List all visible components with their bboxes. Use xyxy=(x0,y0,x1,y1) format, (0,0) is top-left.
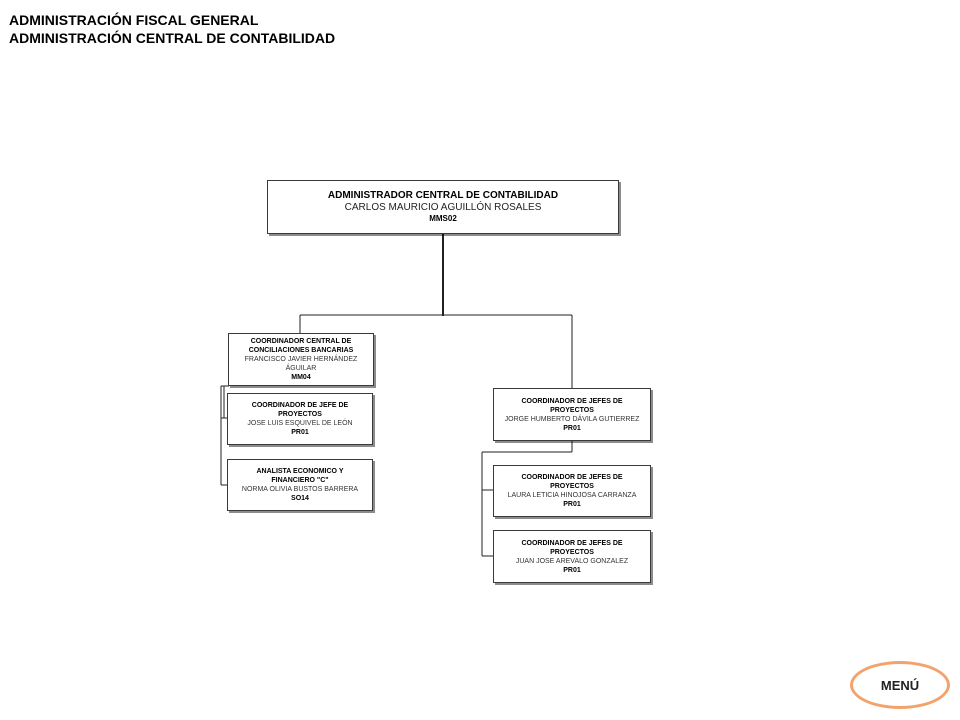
org-box-code: SO14 xyxy=(291,495,309,502)
header-title-general: ADMINISTRACIÓN FISCAL GENERAL xyxy=(9,12,259,28)
org-box-title: COORDINADOR DE JEFES DE xyxy=(521,474,623,481)
org-box-right-child-2: COORDINADOR DE JEFES DE PROYECTOS JUAN J… xyxy=(493,530,651,583)
org-box-root: ADMINISTRADOR CENTRAL DE CONTABILIDAD CA… xyxy=(267,180,619,234)
org-box-left-child-2: ANALISTA ECONOMICO Y FINANCIERO "C" NORM… xyxy=(227,459,373,511)
org-box-title: COORDINADOR DE JEFES DE xyxy=(521,539,623,547)
org-box-person: CARLOS MAURICIO AGUILLÓN ROSALES xyxy=(344,202,542,213)
org-box-code: PR01 xyxy=(563,424,581,432)
page-header: ADMINISTRACIÓN FISCAL GENERAL ADMINISTRA… xyxy=(9,11,335,47)
org-box-code: PR01 xyxy=(563,501,581,508)
org-box-title: PROYECTOS xyxy=(550,548,594,556)
org-box-right-head: COORDINADOR DE JEFES DE PROYECTOS JORGE … xyxy=(493,388,651,441)
menu-button[interactable]: MENÚ xyxy=(850,661,950,709)
org-box-title: CONCILIACIONES BANCARIAS xyxy=(248,347,354,354)
org-box-code: PR01 xyxy=(563,566,581,574)
org-box-person: JOSE LUIS ESQUIVEL DE LEÓN xyxy=(247,420,353,427)
org-box-code: MM04 xyxy=(291,374,311,381)
org-box-code: MMS02 xyxy=(429,214,457,223)
org-box-right-child-1: COORDINADOR DE JEFES DE PROYECTOS LAURA … xyxy=(493,465,651,517)
org-box-code: PR01 xyxy=(291,429,309,436)
org-box-left-child-1: COORDINADOR DE JEFE DE PROYECTOS JOSE LU… xyxy=(227,393,373,445)
org-box-title: FINANCIERO "C" xyxy=(271,477,329,484)
org-box-person: ÁGUILAR xyxy=(285,365,317,372)
org-box-title: ADMINISTRADOR CENTRAL DE CONTABILIDAD xyxy=(327,190,559,201)
org-box-person: FRANCISCO JAVIER HERNÁNDEZ xyxy=(244,356,358,363)
menu-button-label: MENÚ xyxy=(880,677,920,693)
org-box-person: LAURA LETICIA HINOJOSA CARRANZA xyxy=(507,492,637,499)
org-box-person: JUAN JOSE AREVALO GONZALEZ xyxy=(515,557,629,565)
org-box-title: PROYECTOS xyxy=(550,406,594,414)
org-box-title: ANALISTA ECONOMICO Y xyxy=(256,468,344,475)
org-box-left-head: COORDINADOR CENTRAL DE CONCILIACIONES BA… xyxy=(228,333,374,386)
org-box-title: PROYECTOS xyxy=(278,411,322,418)
org-box-title: COORDINADOR DE JEFE DE xyxy=(251,402,349,409)
org-box-title: COORDINADOR DE JEFES DE xyxy=(521,397,623,405)
header-title-central: ADMINISTRACIÓN CENTRAL DE CONTABILIDAD xyxy=(9,30,336,46)
org-box-person: NORMA OLIVIA BUSTOS BARRERA xyxy=(241,486,359,493)
org-box-title: COORDINADOR CENTRAL DE xyxy=(250,338,352,345)
org-box-title: PROYECTOS xyxy=(550,483,594,490)
org-box-person: JORGE HUMBERTO DÁVILA GUTIERREZ xyxy=(504,415,640,423)
